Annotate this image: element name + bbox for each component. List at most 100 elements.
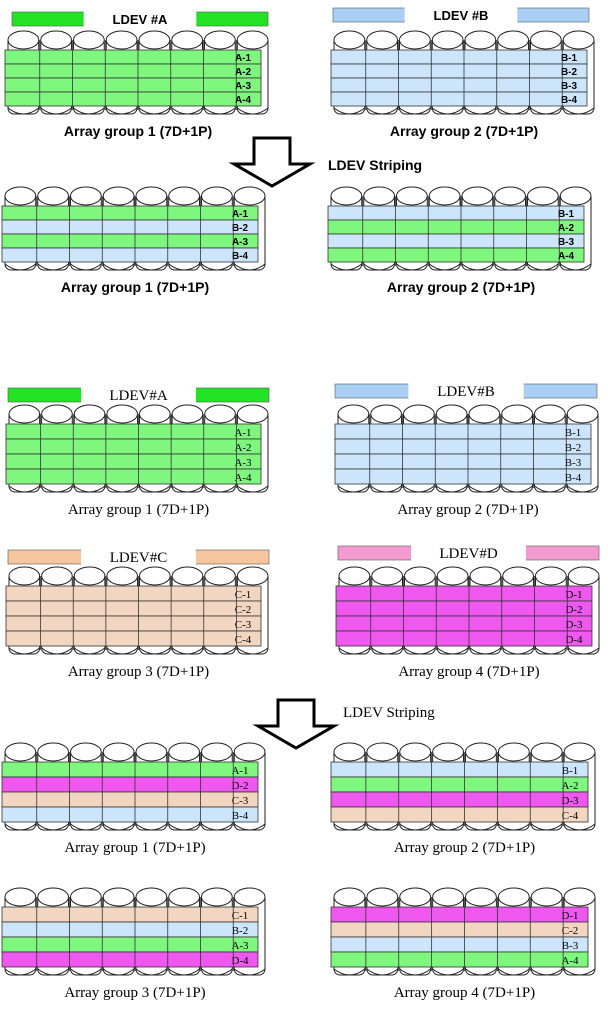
disk-bottom (338, 647, 371, 655)
ldev-label: LDEV #B (434, 8, 489, 23)
disk-bottom (333, 968, 366, 976)
disk-top (204, 30, 236, 50)
disk-top (567, 566, 600, 586)
disk-top (102, 887, 135, 907)
disk-bottom (399, 968, 431, 976)
disk-top (233, 186, 266, 206)
disk-top (333, 887, 366, 907)
stripe-label: B-3 (565, 457, 582, 469)
disk-top (37, 887, 69, 907)
disk-top (497, 887, 530, 907)
disk-bottom (168, 968, 200, 976)
disk-top (73, 30, 105, 50)
disk-top (494, 186, 526, 206)
stripe-label: D-4 (565, 634, 583, 646)
disk-top (563, 887, 596, 907)
ldev-bar-label-bg (81, 548, 196, 566)
stripe (330, 936, 589, 953)
stripe (4, 91, 262, 107)
disk-bottom (106, 485, 138, 493)
disk-bottom (201, 263, 233, 271)
disk-bottom (567, 647, 600, 655)
disk-bottom (337, 485, 370, 493)
stripe-label: B-1 (561, 53, 578, 64)
disk-top (366, 887, 399, 907)
disk-bottom (468, 485, 501, 493)
stripe-label: B-1 (562, 765, 579, 777)
ldev-label: LDEV #A (113, 12, 169, 27)
stripe (5, 585, 262, 602)
ldev-a-bar-2: LDEV#A (7, 386, 270, 404)
disk-bottom (233, 968, 266, 976)
disk-bottom (530, 968, 563, 976)
disk-top (233, 742, 266, 762)
disk-top (330, 186, 363, 206)
stripe-label: C-1 (232, 910, 249, 922)
disk-bottom (41, 647, 73, 655)
stripe-label: C-1 (235, 589, 252, 601)
disk-bottom (37, 968, 69, 976)
disk-bottom (171, 107, 203, 115)
ldev-bar-label-bg (408, 382, 524, 400)
disk-bottom (559, 263, 592, 271)
disk-bottom (41, 485, 73, 493)
ldev-label: LDEV#C (110, 550, 168, 566)
disk-bottom (371, 647, 403, 655)
stripe (334, 423, 592, 440)
disk-bottom (171, 647, 204, 655)
stripe-label: D-2 (231, 780, 248, 792)
arrow-shape (252, 698, 340, 750)
disk-bottom (135, 263, 168, 271)
disk-top (41, 404, 73, 424)
ldev-label: LDEV#A (109, 388, 167, 404)
disk-bottom (102, 823, 135, 831)
disk-top (4, 742, 37, 762)
disk-top (70, 887, 102, 907)
disk-top (404, 566, 436, 586)
stripe-label: D-3 (561, 795, 579, 807)
disk-bottom (139, 647, 171, 655)
disk-top (363, 186, 395, 206)
disk-top (333, 30, 366, 50)
disk-top (337, 404, 370, 424)
disk-top (436, 566, 469, 586)
disk-top (106, 566, 138, 586)
stripe-label: B-4 (561, 95, 578, 106)
disk-bottom (404, 647, 436, 655)
stripe (4, 77, 262, 93)
stripe-label: D-1 (561, 910, 578, 922)
stripe (4, 63, 262, 79)
disk-bottom (204, 647, 236, 655)
disk-bottom (428, 263, 461, 271)
disk-bottom (469, 647, 502, 655)
stripe (330, 791, 589, 808)
disk-top (236, 566, 269, 586)
stripe (1, 761, 259, 778)
disk-bottom (333, 107, 366, 115)
stripe-label: B-3 (562, 940, 579, 952)
stripe-label: B-1 (558, 209, 575, 220)
disk-bottom (498, 823, 530, 831)
disk-bottom (563, 968, 596, 976)
disk-bottom (8, 647, 40, 655)
disk-top (135, 742, 168, 762)
stripe-label: A-3 (231, 940, 249, 952)
stripe-label: B-4 (565, 472, 582, 484)
stripe (335, 600, 593, 617)
disk-bottom (330, 263, 363, 271)
disk-bottom (366, 823, 399, 831)
disk-top (535, 566, 567, 586)
striping-label: LDEV Striping (328, 157, 422, 173)
disk-bottom (461, 263, 494, 271)
disk-bottom (233, 823, 266, 831)
stripe (1, 791, 259, 808)
ldev-bar-label-bg (411, 544, 526, 562)
disk-top (366, 742, 399, 762)
disk-bottom (7, 107, 40, 115)
disk-bottom (168, 823, 200, 831)
